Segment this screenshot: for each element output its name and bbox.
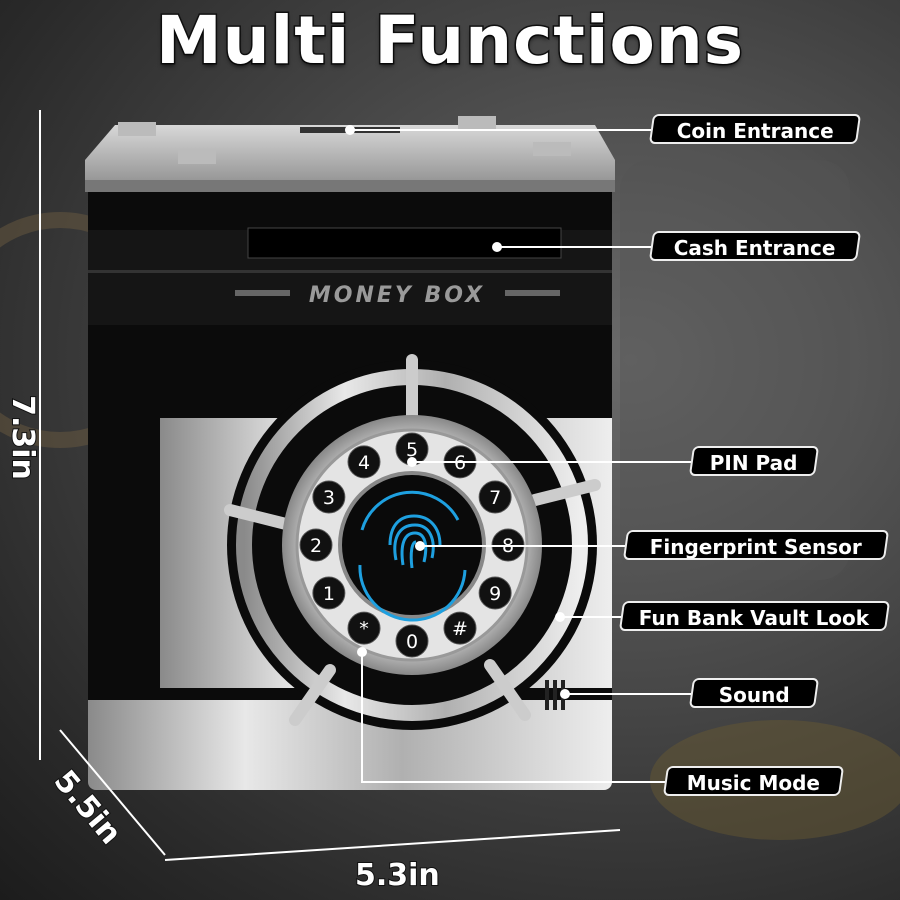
keypad-key-label: 5 (406, 439, 418, 461)
keypad-key-label: 3 (323, 487, 335, 509)
fingerprint-icon (388, 514, 442, 569)
keypad-key-7[interactable]: 7 (478, 480, 512, 514)
keypad-key-label: 9 (489, 583, 501, 605)
keypad-key-4[interactable]: 4 (347, 445, 381, 479)
keypad-key-label: # (452, 618, 468, 640)
dimension-lines (39, 110, 621, 861)
keypad-key-star[interactable]: * (347, 611, 381, 645)
keypad-key-3[interactable]: 3 (312, 480, 346, 514)
keypad-key-1[interactable]: 1 (312, 576, 346, 610)
lid (85, 125, 615, 190)
keypad-key-label: 1 (323, 583, 335, 605)
callout-fingerprint-sensor: Fingerprint Sensor (622, 530, 890, 560)
callout-fun-bank-vault-look: Fun Bank Vault Look (618, 601, 891, 631)
callout-pin-pad: PIN Pad (688, 446, 820, 476)
callout-cash-entrance: Cash Entrance (648, 231, 862, 261)
width-dimension: 5.3in (354, 857, 441, 894)
keypad-key-2[interactable]: 2 (299, 528, 333, 562)
keypad-key-9[interactable]: 9 (478, 576, 512, 610)
callout-music-mode: Music Mode (662, 766, 845, 796)
keypad-key-label: 0 (406, 631, 418, 653)
keypad-key-hash[interactable]: # (443, 611, 477, 645)
callout-sound: Sound (688, 678, 820, 708)
keypad-key-label: * (359, 618, 369, 640)
keypad-key-label: 7 (489, 487, 501, 509)
logo-text: MONEY BOX (309, 283, 485, 308)
height-dimension: 7.3in (4, 394, 41, 481)
background-vault-door (620, 160, 850, 580)
keypad-key-label: 2 (310, 535, 322, 557)
keypad-key-0[interactable]: 0 (395, 624, 429, 658)
keypad-key-label: 4 (358, 452, 370, 474)
page-title: Multi Functions (154, 1, 745, 81)
callout-coin-entrance: Coin Entrance (648, 114, 862, 144)
keypad-key-5[interactable]: 5 (395, 432, 429, 466)
cash-slot (247, 227, 562, 259)
leader-lines (345, 125, 692, 783)
